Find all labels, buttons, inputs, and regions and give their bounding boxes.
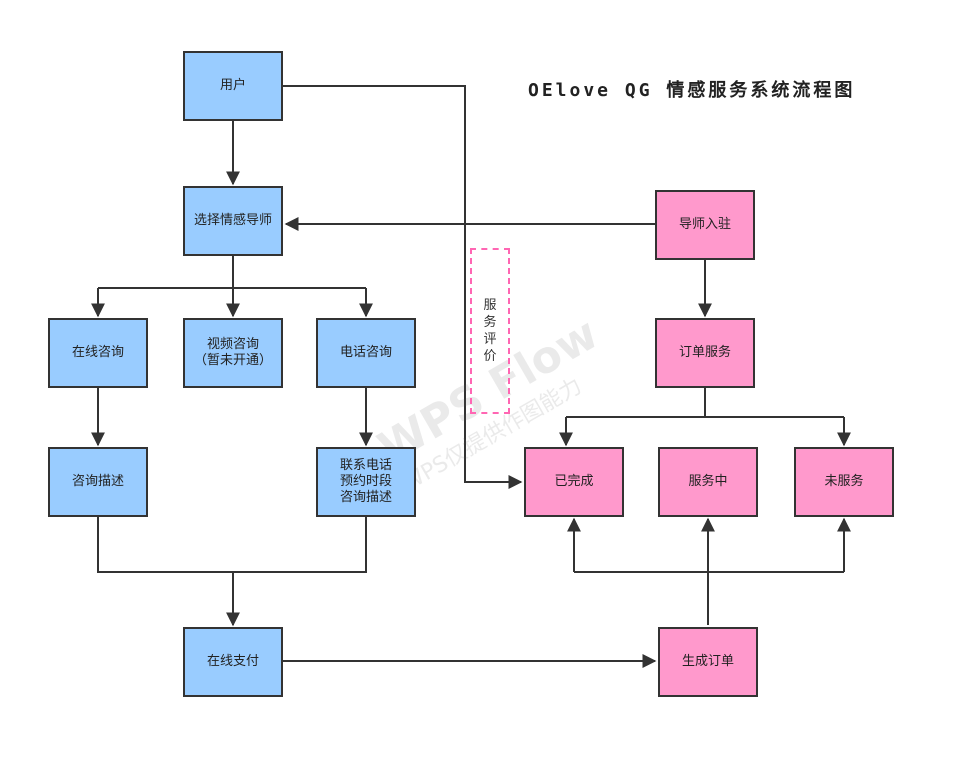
node-phone-consult: 电话咨询 <box>316 318 416 388</box>
node-completed: 已完成 <box>524 447 624 517</box>
arrow-user-to-completed <box>283 85 523 489</box>
node-online-payment: 在线支付 <box>183 627 283 697</box>
node-online-consult: 在线咨询 <box>48 318 148 388</box>
node-select-mentor: 选择情感导师 <box>183 186 283 256</box>
node-not-served: 未服务 <box>794 447 894 517</box>
node-phone-details: 联系电话 预约时段 咨询描述 <box>316 447 416 517</box>
diagram-title: OElove QG 情感服务系统流程图 <box>528 80 856 101</box>
node-order-service: 订单服务 <box>655 318 755 388</box>
node-video-consult: 视频咨询 （暂未开通） <box>183 318 283 388</box>
node-consult-description: 咨询描述 <box>48 447 148 517</box>
service-review-label: 服 务 评 价 <box>470 248 510 414</box>
node-generate-order: 生成订单 <box>658 627 758 697</box>
line-merge <box>97 517 367 573</box>
node-in-service: 服务中 <box>658 447 758 517</box>
node-mentor-join: 导师入驻 <box>655 190 755 260</box>
node-user: 用户 <box>183 51 283 121</box>
